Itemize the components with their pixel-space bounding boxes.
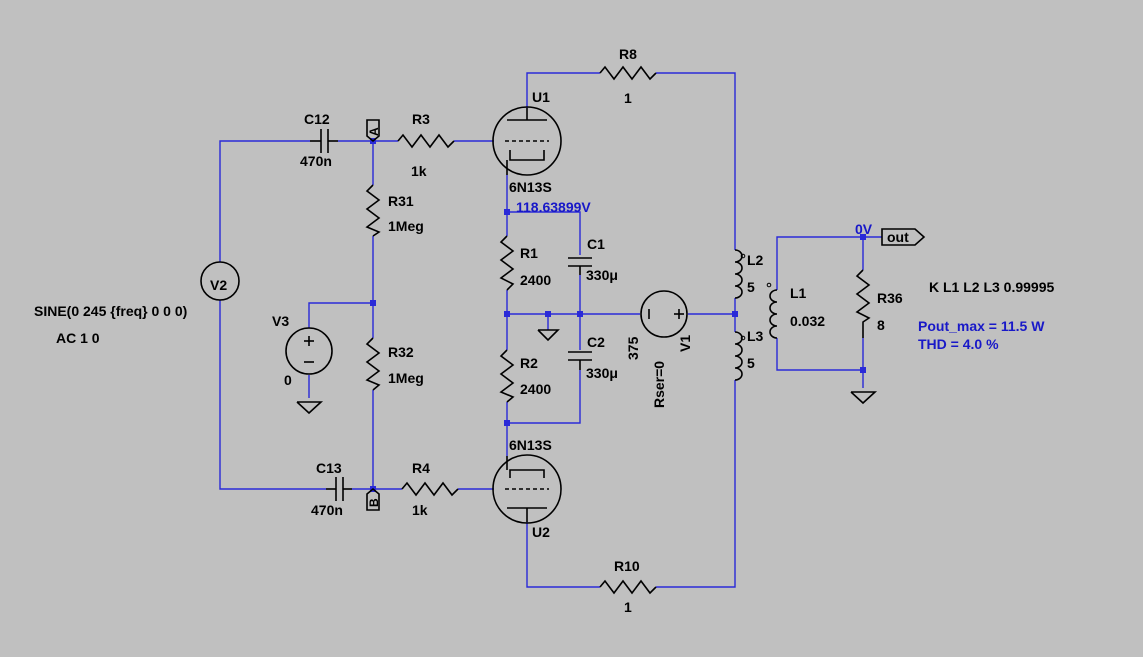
- r2-name: R2: [520, 355, 538, 371]
- r32-name: R32: [388, 344, 414, 360]
- tube-u1[interactable]: [492, 106, 562, 176]
- tube-u2[interactable]: [492, 454, 562, 524]
- v2-spec: SINE(0 245 {freq} 0 0 0): [34, 303, 187, 319]
- r1-name: R1: [520, 245, 538, 261]
- capacitor-c12[interactable]: [310, 129, 338, 153]
- resistor-r31[interactable]: [365, 184, 381, 237]
- v1-name: V1: [677, 335, 693, 352]
- inductor-l3[interactable]: [734, 331, 746, 381]
- capacitor-c13[interactable]: [326, 477, 352, 501]
- r4-name: R4: [412, 460, 430, 476]
- v1-rser: Rser=0: [651, 361, 667, 408]
- r3-name: R3: [412, 111, 430, 127]
- c2-name: C2: [587, 334, 605, 350]
- r31-value: 1Meg: [388, 218, 424, 234]
- net-b-label: B: [367, 498, 381, 507]
- r31-name: R31: [388, 193, 414, 209]
- c12-name: C12: [304, 111, 330, 127]
- v2-name: V2: [210, 277, 227, 293]
- c12-value: 470n: [300, 153, 332, 169]
- c13-value: 470n: [311, 502, 343, 518]
- r10-value: 1: [624, 599, 632, 615]
- voltage-source-v3[interactable]: [285, 327, 333, 375]
- c13-name: C13: [316, 460, 342, 476]
- net-flag-a[interactable]: [366, 119, 380, 143]
- v3-value: 0: [284, 372, 292, 388]
- r3-value: 1k: [411, 163, 427, 179]
- thd-annotation: THD = 4.0 %: [918, 336, 999, 352]
- inductor-l2[interactable]: [734, 249, 746, 299]
- r36-name: R36: [877, 290, 903, 306]
- voltage-source-v2[interactable]: [200, 261, 240, 301]
- v3-name: V3: [272, 313, 289, 329]
- r8-value: 1: [624, 90, 632, 106]
- coupling-directive: K L1 L2 L3 0.99995: [929, 279, 1055, 295]
- inductor-l1[interactable]: [766, 282, 778, 339]
- r10-name: R10: [614, 558, 640, 574]
- resistor-r10[interactable]: [599, 579, 657, 595]
- l1-name: L1: [790, 285, 807, 301]
- r36-value: 8: [877, 317, 885, 333]
- l1-value: 0.032: [790, 313, 825, 329]
- l3-value: 5: [747, 355, 755, 371]
- u1-name: U1: [532, 89, 550, 105]
- resistor-r32[interactable]: [365, 337, 381, 391]
- ground-symbol-center: [537, 329, 560, 342]
- u2-name: U2: [532, 524, 550, 540]
- r2-value: 2400: [520, 381, 551, 397]
- l3-name: L3: [747, 328, 764, 344]
- resistor-r1[interactable]: [499, 235, 515, 291]
- node-voltage-label: 118.63899V: [516, 199, 591, 215]
- resistor-r8[interactable]: [599, 65, 657, 81]
- r1-value: 2400: [520, 272, 551, 288]
- voltage-source-v1[interactable]: [640, 290, 688, 338]
- l2-name: L2: [747, 252, 764, 268]
- u2-model: 6N13S: [509, 437, 552, 453]
- c1-name: C1: [587, 236, 605, 252]
- output-port[interactable]: [881, 228, 926, 246]
- capacitor-c2[interactable]: [568, 351, 592, 370]
- r8-name: R8: [619, 46, 637, 62]
- net-a-label: A: [367, 127, 381, 136]
- pout-annotation: Pout_max = 11.5 W: [918, 318, 1045, 334]
- u1-model: 6N13S: [509, 179, 552, 195]
- r4-value: 1k: [412, 502, 428, 518]
- l2-value: 5: [747, 279, 755, 295]
- resistor-r36[interactable]: [855, 269, 871, 338]
- capacitor-c1[interactable]: [568, 257, 592, 275]
- ground-symbol-output: [850, 391, 878, 405]
- output-voltage-label: 0V: [855, 221, 873, 237]
- v1-value: 375: [625, 336, 641, 360]
- c2-value: 330μ: [586, 365, 618, 381]
- net-flag-b[interactable]: [366, 487, 380, 511]
- c1-value: 330μ: [586, 267, 618, 283]
- r32-value: 1Meg: [388, 370, 424, 386]
- output-port-label: out: [887, 229, 909, 245]
- v2-ac: AC 1 0: [56, 330, 100, 346]
- resistor-r2[interactable]: [499, 349, 515, 403]
- resistor-r4[interactable]: [401, 481, 459, 497]
- ground-symbol-v3: [296, 401, 324, 415]
- resistor-r3[interactable]: [397, 133, 455, 149]
